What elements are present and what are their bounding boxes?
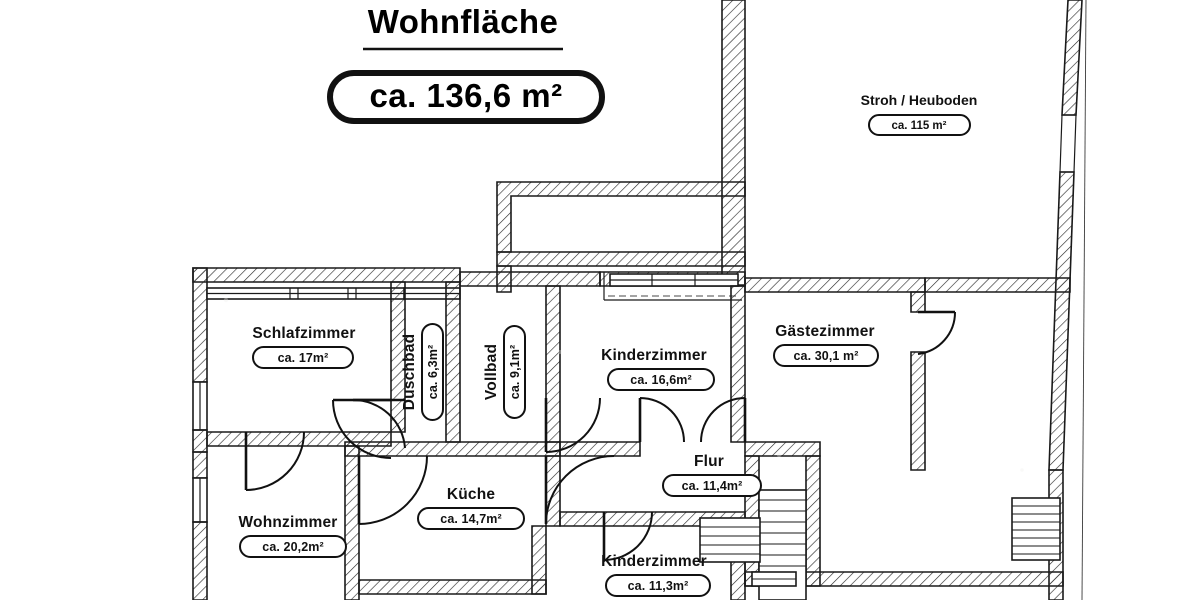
door-kinderzimmer-unten (602, 511, 653, 561)
room-area: ca. 16,6m² (630, 373, 691, 387)
total-area-label: ca. 136,6 m² (369, 77, 562, 114)
room-name: Gästezimmer (775, 323, 875, 340)
room-label-kueche: Küche ca. 14,7m² (417, 486, 525, 530)
door-kinderzimmer-oben (638, 397, 685, 443)
wall-vertical-center-top (721, 0, 746, 286)
area-pill (607, 368, 715, 391)
wall-kueche-bottom (358, 579, 547, 595)
wall-kinderzimmer-unten-left (545, 455, 561, 527)
door-kueche-right (544, 455, 615, 525)
door-duschbad (352, 398, 406, 449)
wall-kueche-right-lower (531, 525, 547, 595)
room-label-vollbad: Vollbad ca. 9,1m² (483, 325, 526, 419)
room-area: ca. 30,1 m² (793, 349, 858, 363)
wall-corridor-bottom (496, 251, 746, 267)
room-name: Flur (694, 453, 724, 470)
room-name: Wohnzimmer (238, 514, 337, 531)
wall-stair-right (805, 455, 821, 587)
wall-outer-left-upper (192, 267, 208, 383)
wall-right-of-kinderzimmer (730, 285, 746, 443)
room-name: Schlafzimmer (252, 325, 355, 342)
room-label-kinderzimmer-oben: Kinderzimmer ca. 16,6m² (601, 347, 715, 391)
room-area: ca. 20,2m² (262, 540, 323, 554)
room-area: ca. 9,1m² (508, 345, 522, 399)
stair-right-treads (1012, 505, 1060, 555)
area-pill (605, 574, 711, 597)
wall-outer-left-mid (192, 429, 208, 453)
wall-gaestezimmer-top (744, 277, 926, 293)
door-gaestezimmer (917, 310, 957, 355)
room-area: ca. 6,3m² (426, 345, 440, 399)
room-label-schlafzimmer: Schlafzimmer ca. 17m² (252, 325, 355, 369)
door-schlafzimmer-west (244, 431, 305, 491)
stair-left-run (699, 517, 761, 563)
window-left-lower (192, 477, 208, 523)
stair-right-ladder (1011, 497, 1061, 561)
room-name: Kinderzimmer (601, 347, 707, 364)
room-label-flur: Flur ca. 11,4m² (662, 453, 762, 497)
wall-gaestezimmer-right-upper (910, 291, 926, 313)
wall-outer-left-lower1 (192, 451, 208, 479)
room-label-wohnzimmer: Wohnzimmer ca. 20,2m² (238, 514, 347, 558)
room-name: Vollbad (483, 344, 500, 400)
door-group (244, 310, 957, 561)
stairs-group (699, 489, 1061, 600)
area-pill (417, 507, 525, 530)
area-pill (252, 346, 354, 369)
room-label-gaestezimmer: Gästezimmer ca. 30,1 m² (773, 323, 879, 367)
room-name: Küche (447, 486, 496, 503)
wall-between-schlafzimmer-duschbad (390, 281, 406, 433)
area-pill (421, 323, 444, 421)
area-pill (662, 474, 762, 497)
wall-outer-left-bottom (192, 521, 208, 600)
wall-gaestezimmer-right-lower (910, 351, 926, 471)
room-area: ca. 11,4m² (682, 479, 743, 493)
door-vollbad (544, 397, 601, 453)
room-name: Duschbad (401, 334, 418, 411)
wall-between-wohnzimmer-kueche (344, 445, 360, 600)
page-title: Wohnfläche (368, 3, 558, 40)
door-flur-right (700, 397, 747, 443)
scan-artefacts (223, 297, 1024, 472)
area-pill (503, 325, 526, 419)
outer-edge-line (1081, 0, 1087, 600)
area-pill (868, 114, 971, 136)
header-block: Wohnfläche ca. 136,6 m² (327, 3, 605, 124)
room-area: ca. 11,3m² (628, 579, 689, 593)
door-kueche-left (357, 455, 428, 525)
wall-heuboden-bottom-right (924, 277, 1071, 293)
room-name: Kinderzimmer (601, 553, 707, 570)
wall-kueche-top (344, 441, 561, 457)
wall-between-duschbad-vollbad (445, 281, 461, 443)
stair-central-treads (759, 499, 806, 567)
room-area: ca. 14,7m² (440, 512, 501, 526)
room-label-duschbad: Duschbad ca. 6,3m² (401, 323, 444, 421)
area-pill (239, 535, 347, 558)
window-schlafzimmer-top (206, 287, 406, 300)
area-pill (773, 344, 879, 367)
room-area: ca. 115 m² (892, 120, 947, 132)
wall-vollbad-top (459, 271, 601, 287)
wall-flur-left-top (559, 441, 641, 457)
room-label-stroh-heuboden: Stroh / Heuboden ca. 115 m² (861, 92, 978, 136)
wall-right-of-vollbad (545, 285, 561, 443)
room-area: ca. 17m² (278, 351, 329, 365)
window-reveal-line (603, 272, 742, 301)
room-name: Stroh / Heuboden (861, 92, 978, 108)
room-label-kinderzimmer-unten: Kinderzimmer ca. 11,3m² (601, 553, 711, 597)
window-kinderzimmer-top (609, 273, 739, 287)
wall-stair-top (744, 441, 821, 457)
window-group (1081, 0, 1087, 600)
window-left-upper (192, 381, 208, 431)
wall-left-block-top (192, 267, 461, 283)
total-area-pill (327, 70, 605, 124)
window-right-outer (1059, 114, 1077, 173)
wall-outer-bottom-right (744, 571, 1064, 587)
